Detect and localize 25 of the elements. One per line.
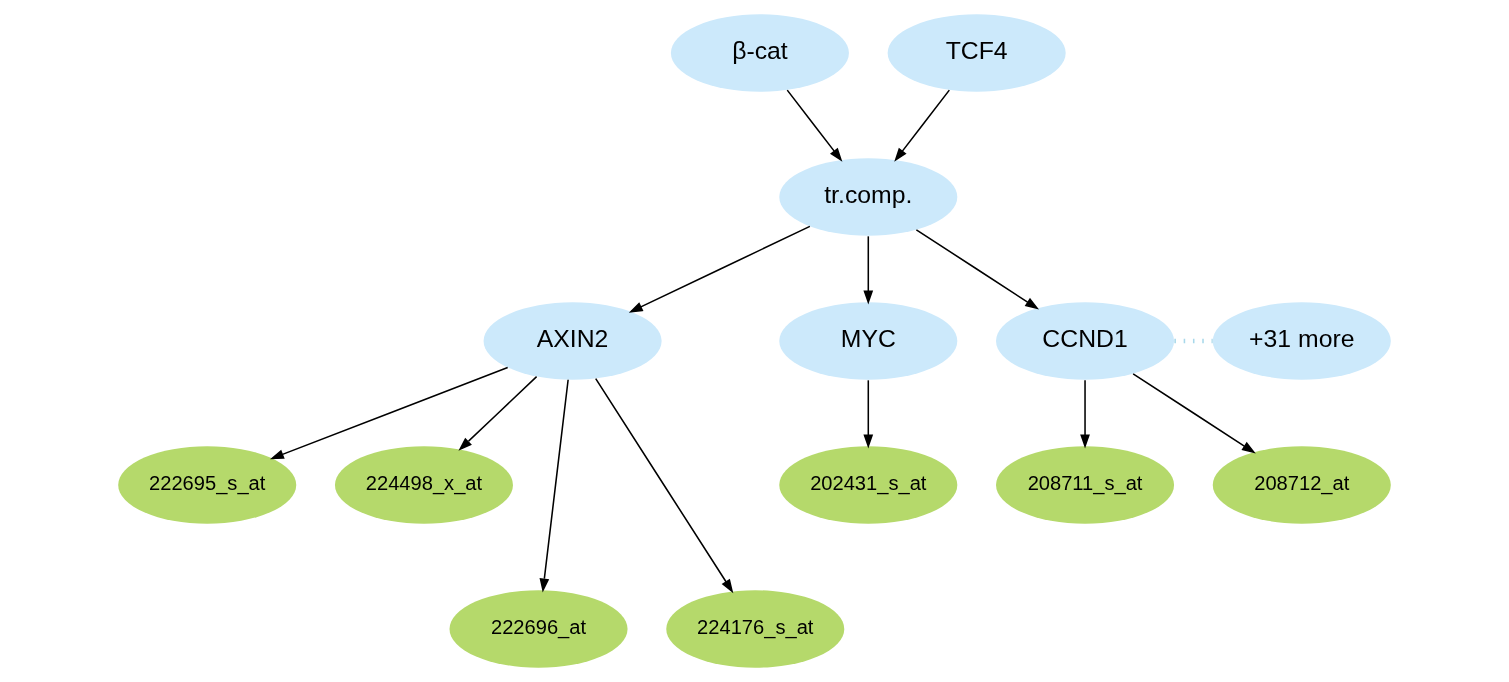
node-ellipse: tr.comp. — [779, 158, 958, 236]
node-ellipse: MYC — [779, 302, 958, 380]
arrow — [458, 375, 538, 451]
node-ellipse: 224176_s_at — [666, 590, 845, 668]
arrow — [539, 379, 569, 593]
node-ellipse: 224498_x_at — [334, 446, 513, 524]
arrow — [1132, 373, 1256, 454]
arrow — [786, 89, 843, 162]
node-ellipse: 208711_s_at — [996, 446, 1175, 524]
arrow — [1080, 379, 1090, 449]
node-ellipse: CCND1 — [996, 302, 1175, 380]
arrow — [863, 379, 874, 449]
connector — [1174, 338, 1213, 344]
arrow — [594, 377, 734, 594]
node-ellipse: 202431_s_at — [779, 446, 958, 524]
arrow — [628, 225, 811, 313]
node-ellipse: β-cat — [670, 14, 849, 92]
arrow — [863, 235, 874, 305]
arrow — [894, 89, 951, 162]
arrow — [269, 366, 509, 460]
arrow — [915, 229, 1040, 310]
node-ellipse: +31 more — [1212, 302, 1391, 380]
node-ellipse: 208712_at — [1212, 446, 1391, 524]
node-ellipse: TCF4 — [887, 14, 1066, 92]
node-ellipse: 222696_at — [449, 590, 628, 668]
